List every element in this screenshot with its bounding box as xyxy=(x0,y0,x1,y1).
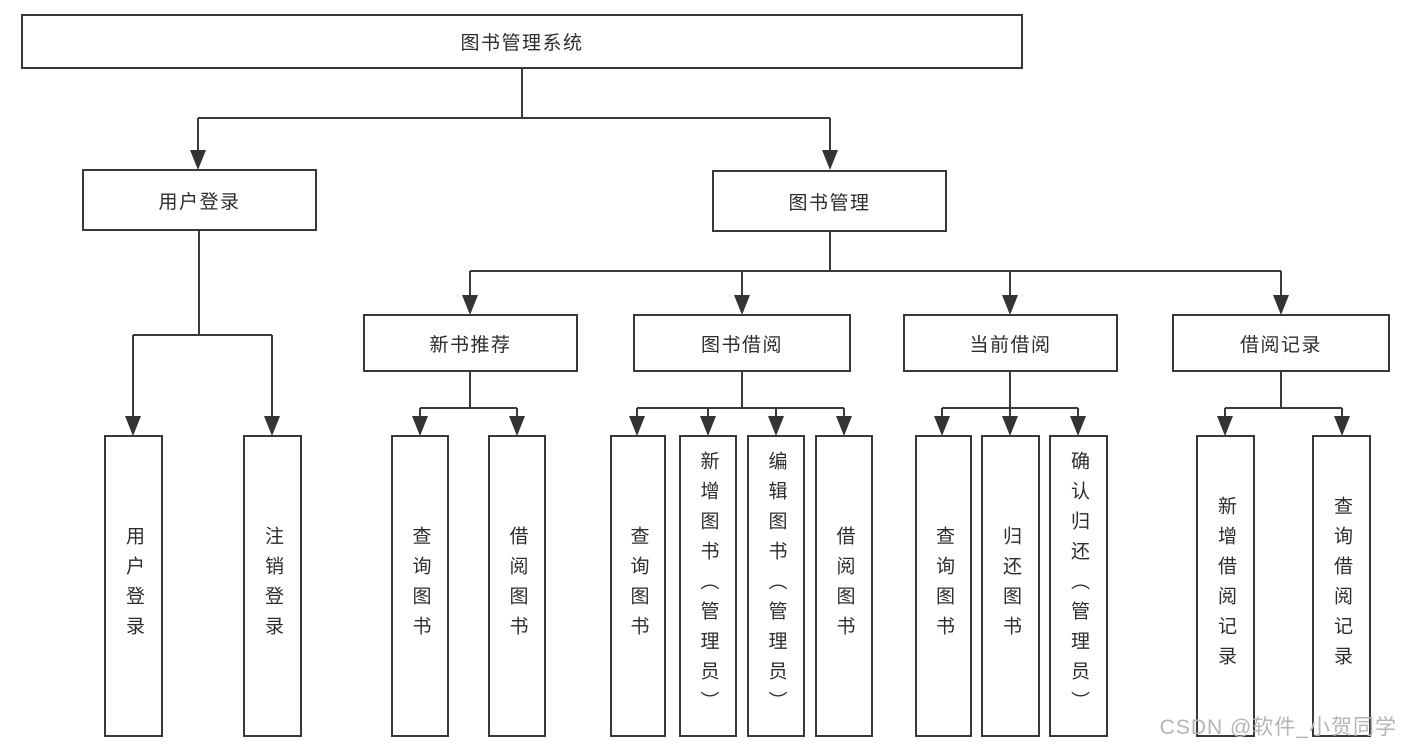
arrow-down-icon xyxy=(768,416,784,436)
connector-root-to-level2 xyxy=(197,69,831,152)
node-label: 图书借阅 xyxy=(700,334,783,356)
arrow-down-icon xyxy=(629,416,645,436)
leaf-borrow-books: 借阅图书 xyxy=(815,435,873,737)
connector-borrow-to-leaves xyxy=(636,372,845,419)
connector-mgmt-to-level3 xyxy=(469,232,1282,297)
connector-recommend-to-leaves xyxy=(419,372,518,419)
leaf-query-books-current: 查询图书 xyxy=(915,435,972,737)
node-user-login: 用户登录 xyxy=(82,169,317,231)
arrow-down-icon xyxy=(734,295,750,315)
leaf-query-borrow-record: 查询借阅记录 xyxy=(1312,435,1371,737)
leaf-logout: 注销登录 xyxy=(243,435,302,737)
leaf-add-book-admin: 新增图书（管理员） xyxy=(679,435,737,737)
node-label: 图书管理 xyxy=(788,192,871,214)
leaf-query-books-recommend: 查询图书 xyxy=(391,435,449,737)
node-label: 确认归还（管理员） xyxy=(1068,451,1089,721)
node-label: 查询图书 xyxy=(933,526,954,646)
leaf-query-books-borrow: 查询图书 xyxy=(610,435,666,737)
connector-records-to-leaves xyxy=(1224,372,1343,419)
node-label: 新增借阅记录 xyxy=(1215,496,1236,676)
arrow-down-icon xyxy=(1273,295,1289,315)
node-label: 用户登录 xyxy=(123,526,144,646)
node-book-management: 图书管理 xyxy=(712,170,947,232)
arrow-down-icon xyxy=(1002,295,1018,315)
leaf-borrow-books-recommend: 借阅图书 xyxy=(488,435,546,737)
arrow-down-icon xyxy=(1070,416,1086,436)
connector-current-to-leaves xyxy=(941,372,1079,419)
arrow-down-icon xyxy=(125,416,141,436)
arrow-down-icon xyxy=(822,150,838,170)
node-label: 查询图书 xyxy=(409,526,431,646)
arrow-down-icon xyxy=(1217,416,1233,436)
arrow-down-icon xyxy=(1334,416,1350,436)
node-label: 编辑图书（管理员） xyxy=(765,451,787,721)
node-label: 用户登录 xyxy=(158,191,241,213)
node-label: 查询借阅记录 xyxy=(1331,496,1352,676)
leaf-return-book: 归还图书 xyxy=(981,435,1040,737)
node-label: 图书管理系统 xyxy=(460,33,584,54)
node-label: 新增图书（管理员） xyxy=(697,451,719,721)
node-new-book-recommend: 新书推荐 xyxy=(363,314,578,372)
leaf-confirm-return-admin: 确认归还（管理员） xyxy=(1049,435,1108,737)
node-label: 归还图书 xyxy=(1000,526,1021,646)
arrow-down-icon xyxy=(462,295,478,315)
connector-login-to-leaves xyxy=(132,231,273,418)
arrow-down-icon xyxy=(836,416,852,436)
node-current-borrow: 当前借阅 xyxy=(903,314,1118,372)
node-label: 注销登录 xyxy=(262,526,283,646)
arrow-down-icon xyxy=(700,416,716,436)
arrow-down-icon xyxy=(264,416,280,436)
arrowheads xyxy=(125,150,1350,436)
leaf-user-login: 用户登录 xyxy=(104,435,163,737)
arrow-down-icon xyxy=(412,416,428,436)
arrow-down-icon xyxy=(190,150,206,170)
node-label: 借阅图书 xyxy=(506,526,528,646)
node-book-borrow: 图书借阅 xyxy=(633,314,851,372)
node-label: 借阅图书 xyxy=(833,526,855,646)
node-label: 当前借阅 xyxy=(969,334,1052,356)
arrow-down-icon xyxy=(934,416,950,436)
node-label: 查询图书 xyxy=(627,526,649,646)
node-root-system: 图书管理系统 xyxy=(21,14,1023,69)
csdn-watermark: CSDN @软件_小贺同学 xyxy=(1159,716,1397,739)
node-label: 借阅记录 xyxy=(1239,334,1322,356)
node-borrow-records: 借阅记录 xyxy=(1172,314,1390,372)
arrow-down-icon xyxy=(509,416,525,436)
node-label: 新书推荐 xyxy=(429,334,512,356)
leaf-add-borrow-record: 新增借阅记录 xyxy=(1196,435,1255,737)
leaf-edit-book-admin: 编辑图书（管理员） xyxy=(747,435,805,737)
arrow-down-icon xyxy=(1002,416,1018,436)
